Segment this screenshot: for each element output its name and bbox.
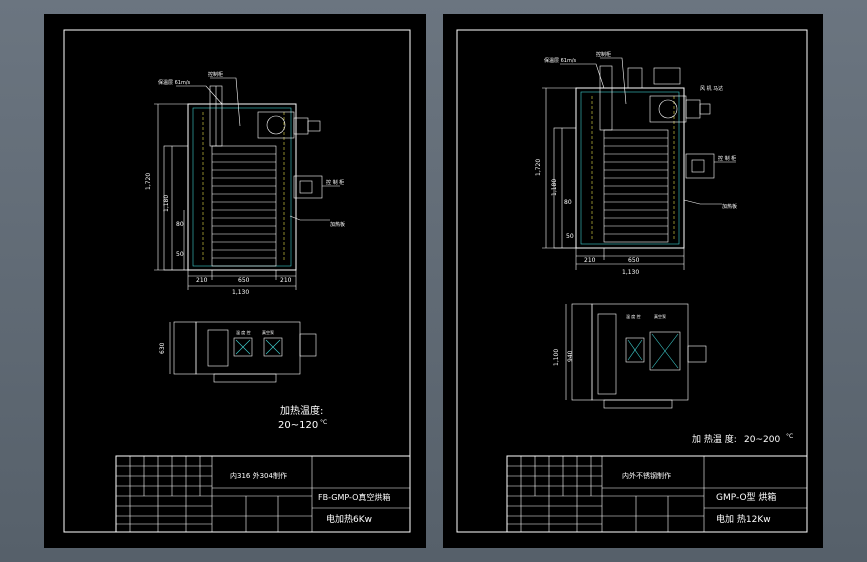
left-dimension-labels: 1,720 1,180 80 50 210 650 210 1,130 保温层 …: [145, 71, 345, 296]
right-plan-view: 1,100 940 温 度 控 真空泵: [553, 303, 707, 409]
dim-1130-r: 1,130: [622, 269, 639, 276]
right-dimension-labels: 1,720 1,180 80 50 210 650 1,130 保温层 61m/…: [535, 51, 737, 276]
dim-side-height-r: 1,100: [553, 349, 560, 366]
dim-650: 650: [238, 277, 250, 284]
label-plan-1: 温 度 控: [236, 329, 251, 335]
dim-inner-height: 1,180: [163, 195, 170, 212]
dim-inner-height-r: 1,180: [551, 179, 558, 196]
right-front-view: [542, 57, 736, 270]
right-temp-range: 20~200: [744, 435, 780, 445]
dim-80-r: 80: [564, 199, 572, 206]
dim-650-r: 650: [628, 257, 640, 264]
left-front-view: [154, 77, 340, 290]
dim-210b: 210: [280, 277, 292, 284]
label-fan-r: 风 机 马达: [700, 85, 723, 92]
left-temp-range: 20~120: [278, 420, 318, 431]
sheet-left-bg: [44, 14, 426, 548]
dim-height: 1,720: [145, 173, 152, 190]
dim-210a: 210: [196, 277, 208, 284]
right-temp-unit: °C: [786, 433, 793, 440]
dim-side-height: 630: [159, 342, 166, 354]
left-model: FB-GMP-O真空烘箱: [318, 492, 390, 502]
label-blower: 保温层 61m/s: [158, 79, 191, 86]
left-temp-label: 加热温度:: [280, 404, 323, 417]
label-motor: 控制柜: [208, 71, 223, 78]
dim-height-r: 1,720: [535, 159, 542, 176]
left-title-block: 内316 外304制作 FB-GMP-O真空烘箱 电加热6Kw: [115, 455, 411, 533]
right-table-desc: 内外不锈钢制作: [622, 471, 671, 480]
left-table-desc: 内316 外304制作: [230, 471, 287, 480]
sheet-right-bg: [443, 14, 823, 548]
label-plan-2-r: 真空泵: [654, 313, 666, 319]
right-power: 电加 热12Kw: [716, 513, 771, 525]
label-plan-1-r: 温 度 控: [626, 313, 641, 319]
dim-1130: 1,130: [232, 289, 249, 296]
label-control-r: 控 制 柜: [718, 155, 736, 162]
right-title-block: 内外不锈钢制作 GMP-O型 烘箱 电加 热12Kw: [506, 455, 808, 533]
right-temp-label: 加 热温 度:: [692, 433, 737, 445]
label-plan-2: 真空泵: [262, 329, 274, 335]
dim-210a-r: 210: [584, 257, 596, 264]
dim-50-r: 50: [566, 233, 574, 240]
label-heater-r: 加热板: [722, 203, 737, 210]
label-heater: 加热板: [330, 221, 345, 228]
label-blower-r: 保温层 61m/s: [544, 57, 577, 64]
label-motor-r: 控制柜: [596, 51, 611, 58]
dim-50: 50: [176, 251, 184, 258]
label-control: 控 制 柜: [326, 179, 344, 186]
dim-80: 80: [176, 221, 184, 228]
right-model: GMP-O型 烘箱: [716, 491, 776, 503]
dim-side-height2-r: 940: [567, 350, 574, 362]
left-temp-unit: °C: [320, 419, 327, 426]
left-power: 电加热6Kw: [326, 513, 372, 525]
left-plan-view: 630 温 度 控 真空泵: [159, 321, 317, 383]
